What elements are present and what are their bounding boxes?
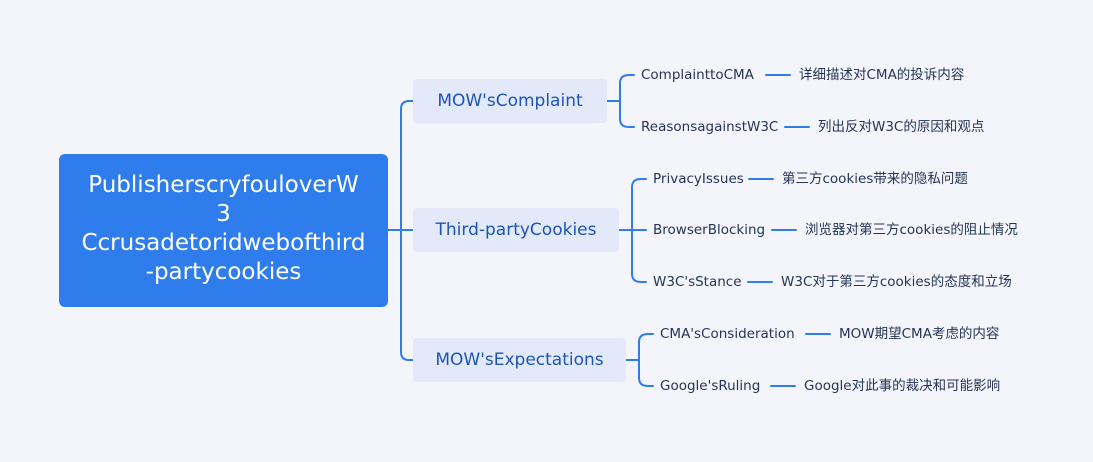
note-cmas-consideration[interactable]: MOW期望CMA考虑的内容 <box>839 326 1000 342</box>
branch-mows-complaint[interactable]: MOW'sComplaint <box>413 79 607 123</box>
leaf-w3cs-stance[interactable]: W3C'sStance <box>653 274 742 290</box>
root-topic-line-1: PublisherscryfouloverW <box>88 172 359 198</box>
leaf-googles-ruling[interactable]: Google'sRuling <box>660 378 761 394</box>
leaf-browser-blocking[interactable]: BrowserBlocking <box>653 222 766 238</box>
root-topic-line-2: 3 <box>216 201 231 227</box>
root-topic[interactable]: PublisherscryfouloverW 3 Ccrusadetoridwe… <box>59 154 388 307</box>
branch-mows-expectations[interactable]: MOW'sExpectations <box>413 338 626 382</box>
branch-third-party-cookies[interactable]: Third-partyCookies <box>413 208 619 252</box>
note-privacy-issues[interactable]: 第三方cookies带来的隐私问题 <box>782 171 968 187</box>
leaf-complaint-to-cma[interactable]: ComplainttoCMA <box>641 67 754 83</box>
root-topic-line-4: -partycookies <box>145 259 302 285</box>
leaf-cmas-consideration[interactable]: CMA'sConsideration <box>660 326 795 342</box>
note-browser-blocking[interactable]: 浏览器对第三方cookies的阻止情况 <box>805 222 1018 238</box>
leaf-privacy-issues[interactable]: PrivacyIssues <box>653 171 744 187</box>
connector-branch-3-spine <box>638 333 649 387</box>
leaf-reasons-against-w3c[interactable]: ReasonsagainstW3C <box>641 119 779 135</box>
note-w3cs-stance[interactable]: W3C对于第三方cookies的态度和立场 <box>781 274 1012 290</box>
note-complaint-to-cma[interactable]: 详细描述对CMA的投诉内容 <box>799 67 965 83</box>
note-googles-ruling[interactable]: Google对此事的裁决和可能影响 <box>804 378 1001 394</box>
note-reasons-against-w3c[interactable]: 列出反对W3C的原因和观点 <box>818 119 985 135</box>
connector-branch-1-spine <box>619 74 630 128</box>
root-topic-line-3: Ccrusadetoridwebofthird <box>81 230 366 256</box>
